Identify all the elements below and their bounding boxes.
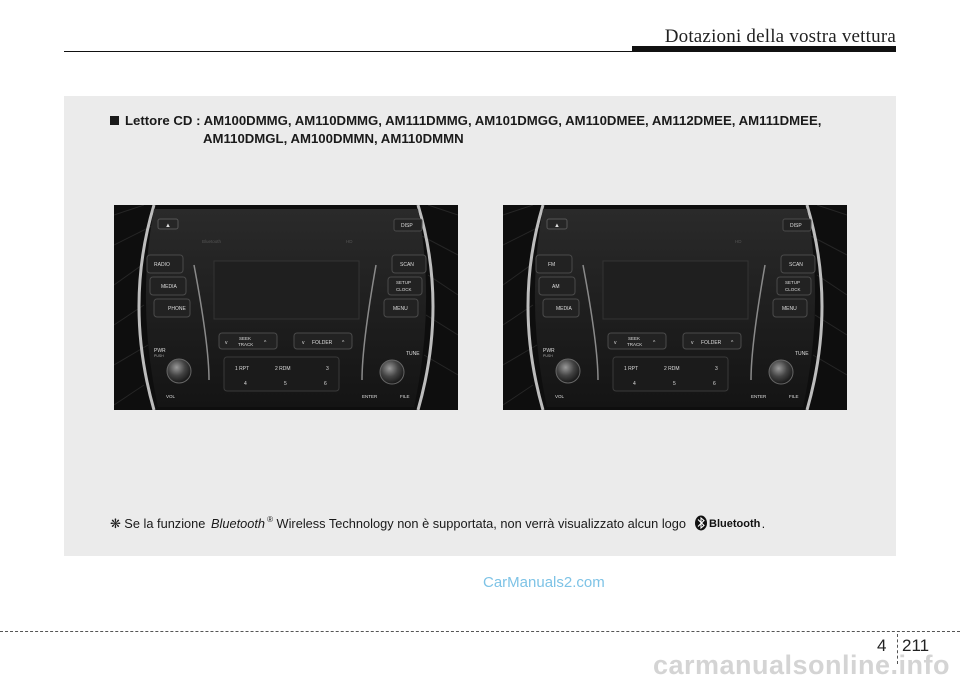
track-label: TRACK bbox=[627, 342, 642, 347]
enter-label: ENTER bbox=[362, 394, 378, 399]
note-period: . bbox=[761, 516, 766, 531]
registered-mark: ® bbox=[267, 515, 273, 524]
svg-text:v: v bbox=[302, 340, 305, 346]
cd-player-models-line1: Lettore CD : AM100DMMG, AM110DMMG, AM111… bbox=[110, 113, 821, 128]
tune-label: TUNE bbox=[795, 351, 809, 357]
pwr-label: PWR bbox=[154, 348, 166, 354]
note-text-start: Se la funzione bbox=[124, 516, 206, 531]
svg-text:^: ^ bbox=[653, 340, 656, 346]
media-button[interactable]: MEDIA bbox=[556, 306, 573, 312]
footer-dashed-rule bbox=[0, 631, 960, 632]
track-label: TRACK bbox=[238, 342, 253, 347]
note-text-end: Wireless Technology non è supportata, no… bbox=[276, 516, 687, 531]
preset-3-button[interactable]: 3 bbox=[326, 366, 329, 372]
tune-knob[interactable] bbox=[768, 359, 794, 385]
push-label: PUSH bbox=[154, 354, 164, 358]
square-bullet-icon bbox=[110, 116, 119, 125]
preset-1-button[interactable]: 1 RPT bbox=[235, 366, 249, 372]
preset-4-button[interactable]: 4 bbox=[633, 381, 636, 387]
content-panel: Lettore CD : AM100DMMG, AM110DMMG, AM111… bbox=[64, 96, 896, 556]
hd-imprint: HD bbox=[735, 239, 742, 244]
svg-text:^: ^ bbox=[731, 340, 734, 346]
svg-text:▲: ▲ bbox=[554, 223, 560, 229]
svg-text:^: ^ bbox=[342, 340, 345, 346]
scan-button[interactable]: SCAN bbox=[789, 262, 803, 268]
preset-2-button[interactable]: 2 RDM bbox=[664, 366, 680, 372]
disp-button[interactable]: DISP bbox=[790, 223, 802, 229]
menu-button[interactable]: MENU bbox=[782, 306, 797, 312]
folder-button[interactable]: FOLDER bbox=[701, 340, 722, 346]
tune-knob[interactable] bbox=[379, 359, 405, 385]
preset-6-button[interactable]: 6 bbox=[713, 381, 716, 387]
preset-1-button[interactable]: 1 RPT bbox=[624, 366, 638, 372]
cd-player-models-line2: AM110DMGL, AM100DMMN, AM110DMMN bbox=[203, 131, 464, 146]
file-label: FILE bbox=[789, 394, 799, 399]
preset-5-button[interactable]: 5 bbox=[284, 381, 287, 387]
vol-label: VOL bbox=[166, 394, 176, 399]
disp-button[interactable]: DISP bbox=[401, 223, 413, 229]
cd-player-label: Lettore CD : bbox=[125, 113, 201, 128]
hd-imprint: HD bbox=[346, 239, 353, 244]
preset-2-button[interactable]: 2 RDM bbox=[275, 366, 291, 372]
tune-label: TUNE bbox=[406, 351, 420, 357]
fm-button[interactable]: FM bbox=[548, 262, 555, 268]
page-number: 211 bbox=[902, 636, 930, 655]
enter-label: ENTER bbox=[751, 394, 767, 399]
volume-knob[interactable] bbox=[166, 358, 192, 384]
page-header-title: Dotazioni della vostra vettura bbox=[664, 26, 896, 47]
carmanuals-watermark: CarManuals2.com bbox=[483, 574, 605, 591]
folder-button[interactable]: FOLDER bbox=[312, 340, 333, 346]
svg-text:v: v bbox=[691, 340, 694, 346]
header-rule-accent bbox=[632, 46, 896, 51]
bluetooth-logo-icon: Bluetooth bbox=[694, 515, 760, 534]
setup-button[interactable]: SETUP bbox=[396, 280, 411, 285]
scan-button[interactable]: SCAN bbox=[400, 262, 414, 268]
pwr-label: PWR bbox=[543, 348, 555, 354]
chapter-number: 4 bbox=[877, 636, 887, 655]
preset-5-button[interactable]: 5 bbox=[673, 381, 676, 387]
bluetooth-imprint: Bluetooth bbox=[202, 239, 222, 244]
site-watermark: carmanualsonline.info bbox=[652, 650, 950, 680]
setup-button[interactable]: SETUP bbox=[785, 280, 800, 285]
cd-player-models-text2: AM110DMGL, AM100DMMN, AM110DMMN bbox=[203, 131, 464, 146]
preset-3-button[interactable]: 3 bbox=[715, 366, 718, 372]
bluetooth-note: ❋ Se la funzione Bluetooth® Wireless Tec… bbox=[110, 515, 765, 534]
menu-button[interactable]: MENU bbox=[393, 306, 408, 312]
preset-6-button[interactable]: 6 bbox=[324, 381, 327, 387]
svg-text:^: ^ bbox=[264, 340, 267, 346]
radio-button[interactable]: RADIO bbox=[154, 262, 170, 268]
bluetooth-logo-text: Bluetooth bbox=[709, 518, 760, 530]
page-number-divider bbox=[897, 634, 898, 664]
preset-4-button[interactable]: 4 bbox=[244, 381, 247, 387]
am-button[interactable]: AM bbox=[552, 284, 560, 290]
svg-text:v: v bbox=[614, 340, 617, 346]
svg-text:v: v bbox=[225, 340, 228, 346]
header-rule bbox=[64, 51, 896, 52]
note-bluetooth-italic: Bluetooth bbox=[210, 516, 266, 531]
cd-player-models-text1: AM100DMMG, AM110DMMG, AM111DMMG, AM101DM… bbox=[203, 113, 822, 128]
push-label: PUSH bbox=[543, 354, 553, 358]
seek-label: SEEK bbox=[628, 336, 640, 341]
volume-knob[interactable] bbox=[555, 358, 581, 384]
clock-label: CLOCK bbox=[396, 287, 412, 292]
audio-unit-photo-radio: Bluetooth HD ▲ RADIO MEDIA PHONE DISP SC… bbox=[114, 205, 458, 410]
audio-unit-photo-fm-am: HD ▲ FM AM MEDIA DISP SCAN SETUP CLOCK M… bbox=[503, 205, 847, 410]
note-symbol-icon: ❋ bbox=[110, 516, 121, 531]
file-label: FILE bbox=[400, 394, 410, 399]
vol-label: VOL bbox=[555, 394, 565, 399]
phone-button[interactable]: PHONE bbox=[168, 306, 186, 312]
svg-text:▲: ▲ bbox=[165, 223, 171, 229]
media-button[interactable]: MEDIA bbox=[161, 284, 178, 290]
seek-label: SEEK bbox=[239, 336, 251, 341]
clock-label: CLOCK bbox=[785, 287, 801, 292]
